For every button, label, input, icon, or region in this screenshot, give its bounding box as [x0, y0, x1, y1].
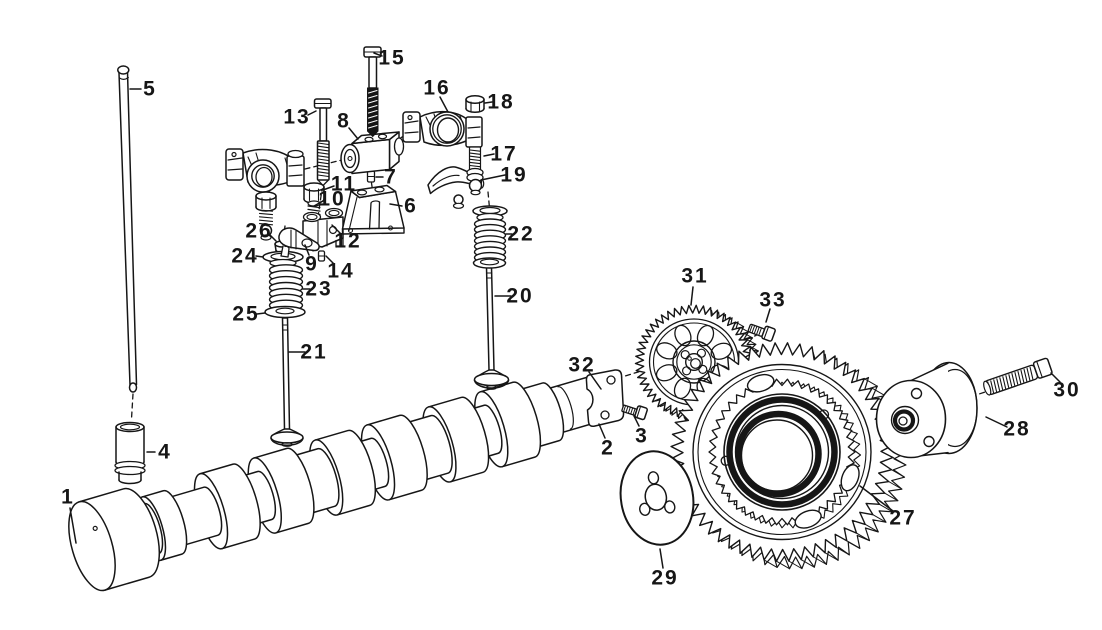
part-label-19: 19	[500, 164, 527, 187]
part-label-22: 22	[507, 223, 534, 246]
valve-part-21	[270, 317, 304, 447]
part-leader-10	[313, 200, 324, 207]
part-leader-15	[373, 52, 383, 57]
plate-disc-part-29	[619, 450, 695, 546]
hub-part-28	[875, 361, 978, 459]
part-leader-9	[304, 244, 310, 256]
part-label-25: 25	[232, 303, 259, 326]
rocker-arm-part-16	[402, 94, 485, 196]
part-leader-18	[484, 101, 493, 104]
rocker-arm-left-assembly	[225, 148, 305, 241]
part-leader-31	[690, 286, 694, 306]
part-leader-8	[348, 127, 359, 140]
part-leader-1	[69, 507, 77, 544]
camshaft-part-1	[68, 376, 621, 592]
part-leader-12	[331, 224, 342, 235]
part-label-5: 5	[143, 78, 157, 101]
part-leader-13	[307, 110, 317, 116]
part-label-1: 1	[61, 486, 75, 509]
timing-gear-large-part-27	[670, 342, 907, 570]
part-label-14: 14	[327, 260, 354, 283]
part-leader-3	[633, 415, 640, 427]
part-label-20: 20	[506, 285, 533, 308]
part-leader-33	[765, 308, 771, 323]
part-label-9: 9	[305, 253, 319, 276]
part-leader-27	[859, 485, 894, 512]
pedestal-part-6	[341, 184, 405, 235]
shaft-block-part-8	[340, 131, 405, 175]
part-leader-28	[985, 416, 1008, 428]
bolt-part-33	[747, 323, 776, 342]
labels-layer: 1234567891011121314151617181920212223242…	[61, 47, 1080, 590]
part-label-12: 12	[334, 230, 361, 253]
part-leader-2	[598, 423, 606, 439]
bolt-part-13	[313, 98, 332, 187]
part-leader-6	[389, 203, 403, 207]
part-label-30: 30	[1053, 379, 1080, 402]
part-label-16: 16	[423, 77, 450, 100]
part-label-33: 33	[759, 289, 786, 312]
part-label-23: 23	[305, 278, 332, 301]
part-leader-29	[659, 548, 664, 569]
part-label-21: 21	[300, 341, 327, 364]
part-label-29: 29	[651, 567, 678, 590]
bolt-part-15	[363, 46, 382, 137]
part-leader-16	[439, 96, 449, 113]
part-label-8: 8	[337, 110, 351, 133]
part-leader-24	[255, 255, 264, 258]
part-label-28: 28	[1003, 418, 1030, 441]
part-leader-30	[1050, 372, 1061, 383]
part-label-27: 27	[889, 507, 916, 530]
bolt-part-3	[621, 404, 648, 421]
part-label-11: 11	[331, 173, 357, 196]
part-leader-14	[325, 255, 335, 265]
thrust-plate-part-2	[585, 369, 625, 428]
part-label-4: 4	[158, 441, 172, 464]
part-leader-25	[256, 312, 266, 315]
part-label-26: 26	[245, 220, 272, 243]
part-label-18: 18	[487, 91, 514, 114]
part-label-24: 24	[231, 245, 258, 268]
part-label-7: 7	[384, 166, 398, 189]
valve-part-20	[473, 266, 510, 390]
pushrod-part-5	[117, 65, 138, 393]
part-label-17: 17	[490, 143, 517, 166]
adjuster-nut-stud-parts-9-14	[278, 170, 376, 262]
part-label-10: 10	[318, 188, 345, 211]
part-leader-32	[588, 371, 602, 390]
part-leader-19	[480, 174, 506, 181]
part-label-15: 15	[378, 47, 405, 70]
part-label-6: 6	[404, 195, 418, 218]
tappet-part-4	[114, 421, 146, 485]
part-label-3: 3	[635, 425, 649, 448]
part-leader-26	[268, 233, 277, 242]
bolt-part-30	[983, 357, 1053, 396]
part-label-32: 32	[568, 354, 595, 377]
part-leader-17	[483, 153, 495, 157]
part-label-31: 31	[681, 265, 708, 288]
part-leader-11	[322, 185, 335, 191]
part-label-13: 13	[283, 106, 310, 129]
valve-spring-stack-right-parts-19-22	[427, 166, 508, 269]
part-label-2: 2	[601, 437, 615, 460]
